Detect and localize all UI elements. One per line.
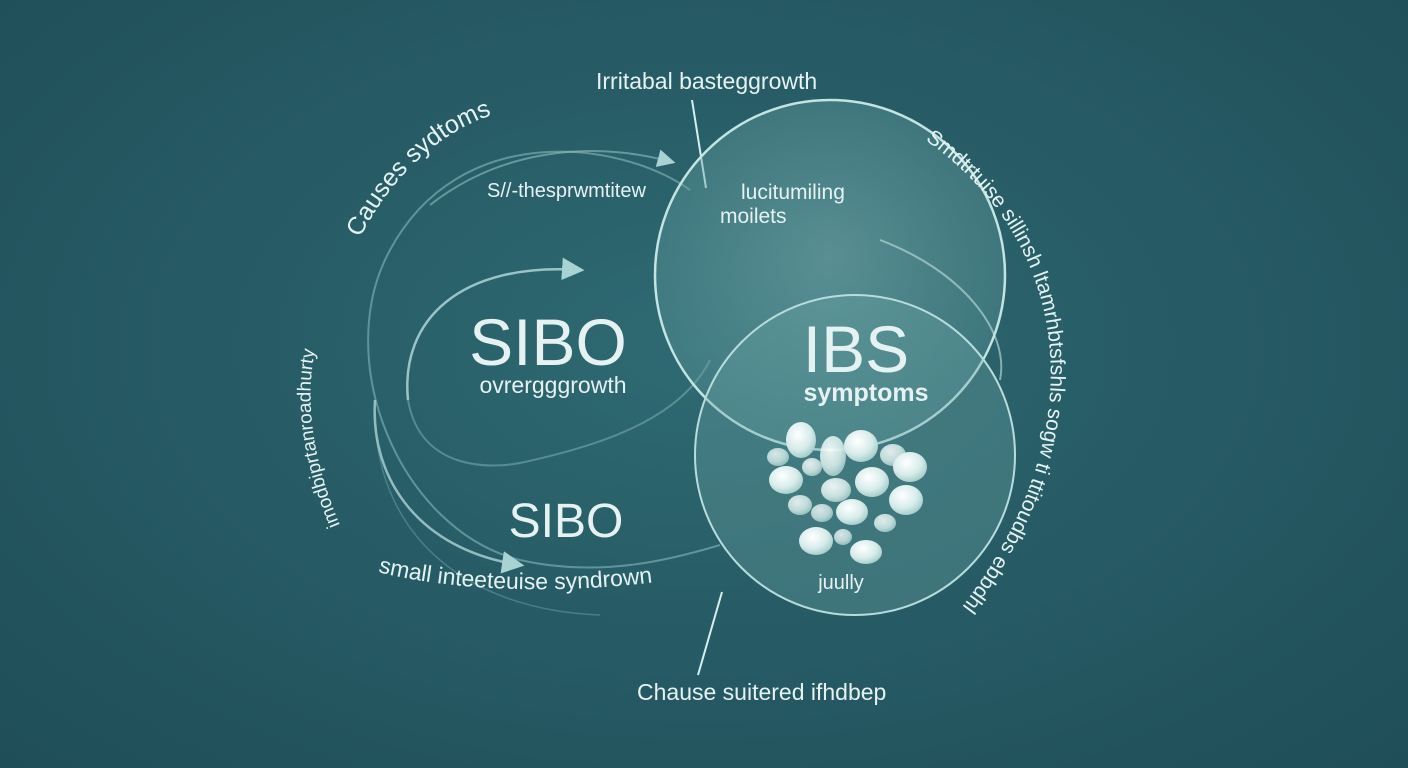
causes-label-path: Causes sydtoms xyxy=(341,94,494,240)
lower-arrow-curve xyxy=(373,399,525,574)
ibs-upper-label-line2: moilets xyxy=(720,205,787,228)
ibs-upper-label-line1: lucitumiling xyxy=(741,181,845,204)
left-inner-label: S//-thesprwmtitew xyxy=(487,180,646,202)
top-arrow-curve xyxy=(429,149,676,206)
top-label: Irritabal basteggrowth xyxy=(596,68,817,94)
bottom-leader-line xyxy=(697,591,723,676)
ibs-cluster-label: juully xyxy=(817,572,864,594)
ibs-subtitle: symptoms xyxy=(803,379,928,407)
sibo-subtitle: ovrergggrowth xyxy=(479,372,626,398)
left-outer-line xyxy=(374,419,601,616)
causes-label: Causes sydtoms xyxy=(341,94,494,240)
left-vertical-label-path: imodbiprtanroadhurty xyxy=(295,347,345,532)
sibo-title: SIBO xyxy=(469,305,627,379)
inner-swirl xyxy=(407,359,711,467)
bottom-right-label: Chause suitered ifhdbep xyxy=(637,679,886,705)
ibs-inner-arc xyxy=(879,239,1003,381)
sibo-lower-label: SIBO xyxy=(509,495,624,548)
ibs-title: IBS xyxy=(803,312,909,386)
outer-left-arc xyxy=(367,150,721,569)
bacteria-cluster xyxy=(767,422,927,564)
left-vertical-label: imodbiprtanroadhurty xyxy=(295,347,345,532)
inner-arrow-curve xyxy=(406,257,585,401)
